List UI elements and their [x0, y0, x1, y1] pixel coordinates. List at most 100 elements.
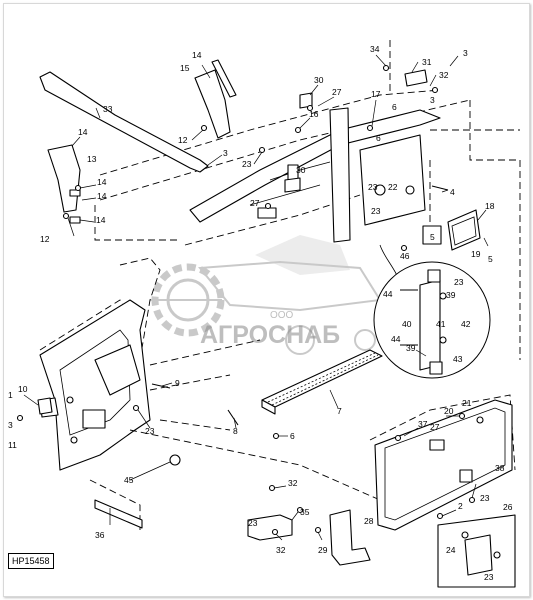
- callout-39: 39: [406, 343, 416, 353]
- callout-1: 1: [8, 390, 13, 400]
- callout-8: 8: [233, 426, 238, 436]
- callout-45: 45: [124, 475, 134, 485]
- callout-15: 15: [180, 63, 190, 73]
- callout-29: 29: [318, 545, 328, 555]
- callout-23: 23: [371, 206, 381, 216]
- callout-34: 34: [370, 44, 380, 54]
- callout-14: 14: [97, 191, 107, 201]
- callout-17: 17: [371, 89, 381, 99]
- callout-39: 39: [446, 290, 456, 300]
- callout-38: 38: [495, 463, 505, 473]
- callout-24: 24: [446, 545, 456, 555]
- item-45-knob: [169, 454, 181, 466]
- item-4-bolt: [431, 185, 449, 191]
- item-28-step-bracket: [329, 509, 371, 566]
- diagram-frame: [3, 3, 530, 597]
- callout-19: 19: [471, 249, 481, 259]
- callout-32: 32: [288, 478, 298, 488]
- callout-23: 23: [454, 277, 464, 287]
- callout-42: 42: [461, 319, 471, 329]
- callout-2: 2: [458, 501, 463, 511]
- item-5-connector: [422, 225, 442, 245]
- callout-13: 13: [87, 154, 97, 164]
- callout-11: 11: [8, 440, 17, 450]
- callout-14: 14: [97, 177, 107, 187]
- item-33-support-bar: [39, 71, 209, 173]
- callout-31: 31: [422, 57, 432, 67]
- callout-27: 27: [332, 87, 342, 97]
- callout-6: 6: [290, 431, 295, 441]
- item-18-light: [447, 209, 481, 251]
- callout-7: 7: [337, 406, 342, 416]
- callout-27: 27: [250, 198, 260, 208]
- callout-44: 44: [383, 289, 393, 299]
- callout-3: 3: [463, 48, 468, 58]
- item-14-pad: [69, 189, 81, 197]
- inset-detail-circle: [373, 261, 491, 379]
- callout-27: 27: [430, 422, 440, 432]
- callout-21: 21: [462, 398, 472, 408]
- callout-43: 43: [453, 354, 463, 364]
- leader-lines: [23, 54, 489, 541]
- callout-26: 26: [503, 502, 513, 512]
- item-14-pad-lower: [69, 216, 81, 224]
- item-10-bracket: [37, 397, 53, 415]
- callout-16: 16: [309, 109, 319, 119]
- callout-14: 14: [192, 50, 202, 60]
- callout-23: 23: [248, 518, 258, 528]
- callout-36: 36: [95, 530, 105, 540]
- item-26-inset-box: [437, 514, 516, 588]
- item-7-step-tread: [261, 349, 383, 415]
- callout-5: 5: [488, 254, 493, 264]
- item-14-strip: [211, 59, 237, 98]
- watermark-prefix: ООО: [270, 310, 294, 321]
- item-8-bolt: [227, 409, 239, 426]
- callout-6: 6: [376, 133, 381, 143]
- callout-46: 46: [400, 251, 410, 261]
- callout-labels: 34 3 31 32 3 14 15 30 27 16 17 6 6 33 14…: [8, 44, 513, 582]
- left-side-frame: [39, 257, 381, 530]
- callout-32: 32: [439, 70, 449, 80]
- callout-4: 4: [450, 187, 455, 197]
- callout-12: 12: [178, 135, 188, 145]
- callout-28: 28: [364, 516, 374, 526]
- callout-20: 20: [444, 406, 454, 416]
- item-15-panel: [194, 69, 231, 139]
- callout-9: 9: [175, 378, 180, 388]
- callout-30: 30: [314, 75, 324, 85]
- diagram-code-label: HP15458: [8, 553, 54, 569]
- callout-10: 10: [18, 384, 28, 394]
- item-9-bolt: [151, 383, 171, 389]
- upper-frame-assembly: [94, 40, 521, 360]
- callout-22: 22: [388, 182, 398, 192]
- item-13-bracket: [47, 144, 81, 213]
- item-35-bracket: [247, 514, 293, 541]
- callout-32: 32: [276, 545, 286, 555]
- callout-35: 35: [300, 507, 310, 517]
- callout-37: 37: [418, 419, 428, 429]
- callout-5: 5: [430, 232, 435, 242]
- item-31-clip: [404, 69, 428, 87]
- callout-23: 23: [484, 572, 494, 582]
- item-30-clip-mid: [284, 177, 301, 193]
- callout-23: 23: [480, 493, 490, 503]
- item-38-side-panel: [369, 394, 516, 531]
- item-36-bar: [94, 499, 143, 529]
- callout-3: 3: [223, 148, 228, 158]
- callout-41: 41: [436, 319, 446, 329]
- callout-23: 23: [242, 159, 252, 169]
- watermark-brand: АГРОСНАБ: [200, 321, 340, 349]
- callout-23: 23: [145, 426, 155, 436]
- callout-44: 44: [391, 334, 401, 344]
- callout-12: 12: [40, 234, 50, 244]
- callout-6: 6: [392, 102, 397, 112]
- callout-14: 14: [96, 215, 106, 225]
- callout-14: 14: [78, 127, 88, 137]
- callout-30: 30: [296, 165, 306, 175]
- callout-40: 40: [402, 319, 412, 329]
- callout-3: 3: [8, 420, 13, 430]
- callout-23: 23: [368, 182, 378, 192]
- callout-33: 33: [103, 104, 113, 114]
